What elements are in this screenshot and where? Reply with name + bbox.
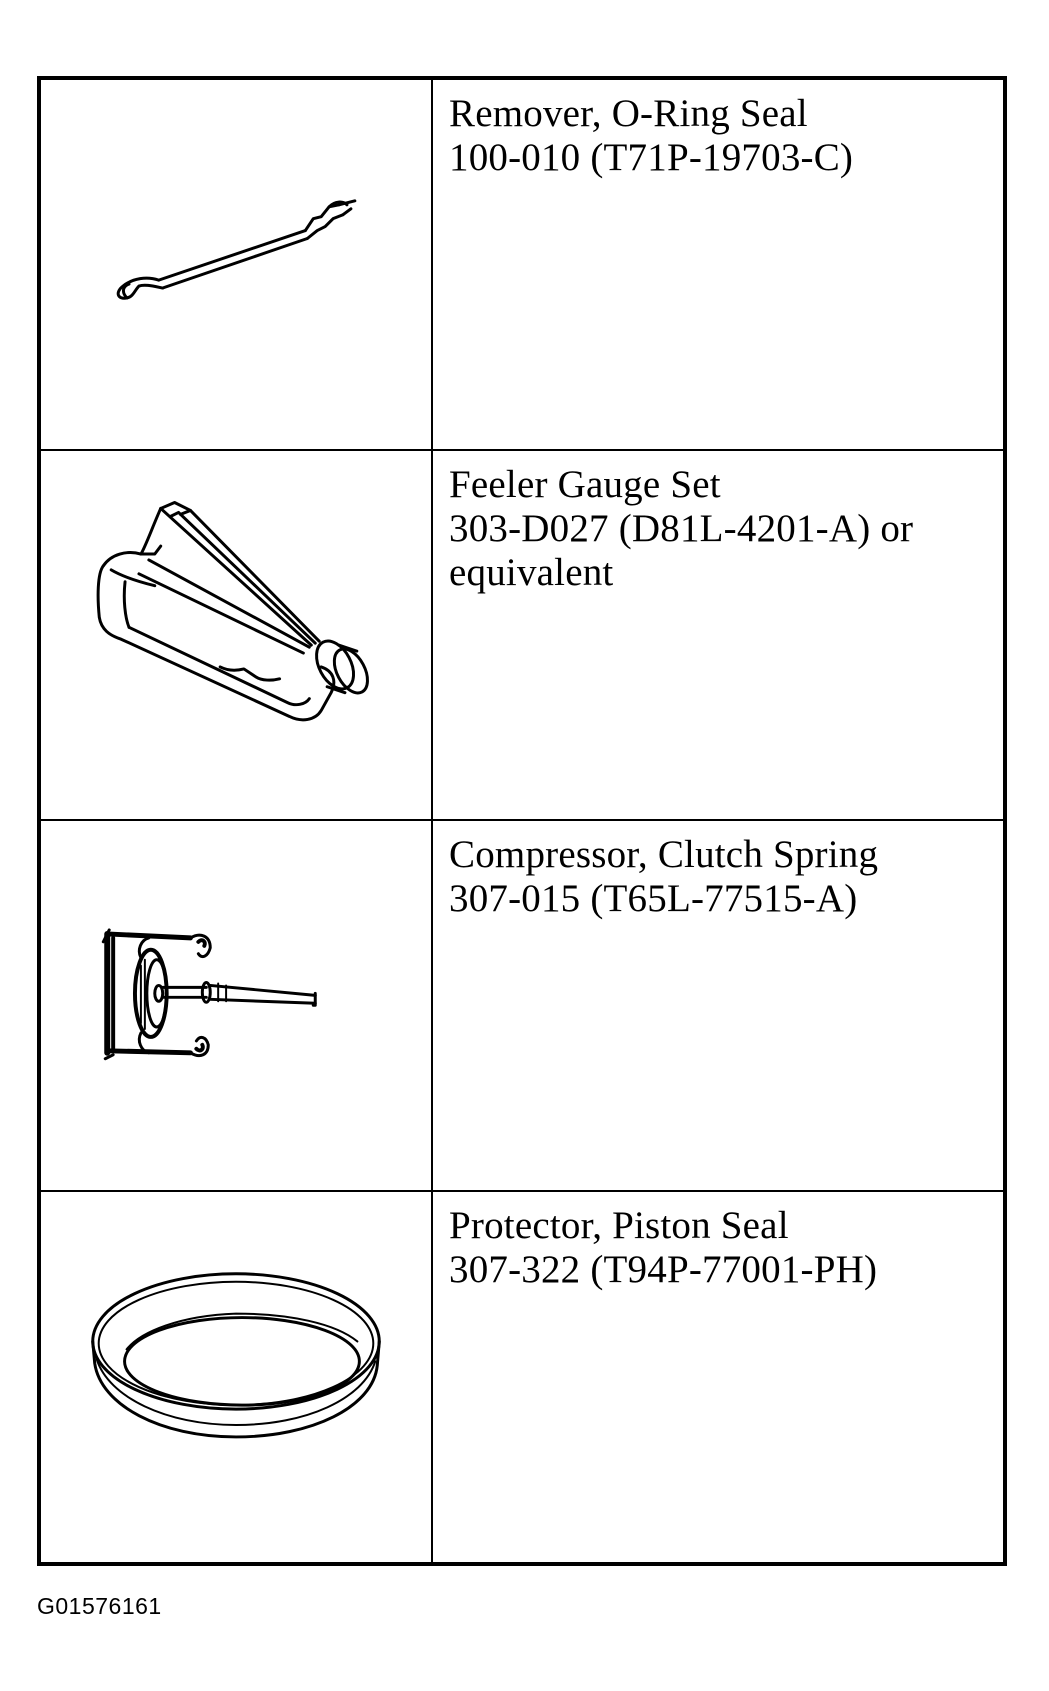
tool-description-cell: Feeler Gauge Set 303-D027 (D81L-4201-A) … <box>433 451 1003 821</box>
tool-name: Compressor, Clutch Spring <box>449 833 879 876</box>
special-tools-table: Remover, O-Ring Seal 100-010 (T71P-19703… <box>37 76 1007 1566</box>
tool-number: 307-322 (T94P-77001-PH) <box>449 1247 878 1291</box>
tool-image-cell <box>41 80 433 451</box>
o-ring-remover-icon <box>116 199 357 300</box>
tool-number-continued: equivalent <box>449 550 614 594</box>
tool-description-cell: Remover, O-Ring Seal 100-010 (T71P-19703… <box>433 80 1003 451</box>
clutch-spring-compressor-icon <box>101 928 317 1061</box>
tool-image-cell <box>41 1191 433 1562</box>
tool-number: 100-010 (T71P-19703-C) <box>449 136 854 179</box>
tool-name: Feeler Gauge Set <box>449 462 721 506</box>
feeler-gauge-icon <box>96 500 369 721</box>
tool-name: Remover, O-Ring Seal <box>449 92 808 135</box>
tool-image-cell <box>41 450 433 821</box>
tool-number: 307-015 (T65L-77515-A) <box>449 877 858 920</box>
piston-seal-protector-icon <box>91 1271 381 1438</box>
tool-number: 303-D027 (D81L-4201-A) or <box>449 506 914 550</box>
tool-name: Protector, Piston Seal <box>449 1203 789 1247</box>
tool-image-cell <box>41 821 433 1192</box>
figure-id: G01576161 <box>37 1593 162 1619</box>
tool-description-cell: Protector, Piston Seal 307-322 (T94P-770… <box>433 1192 1003 1563</box>
tool-description-cell: Compressor, Clutch Spring 307-015 (T65L-… <box>433 821 1003 1192</box>
